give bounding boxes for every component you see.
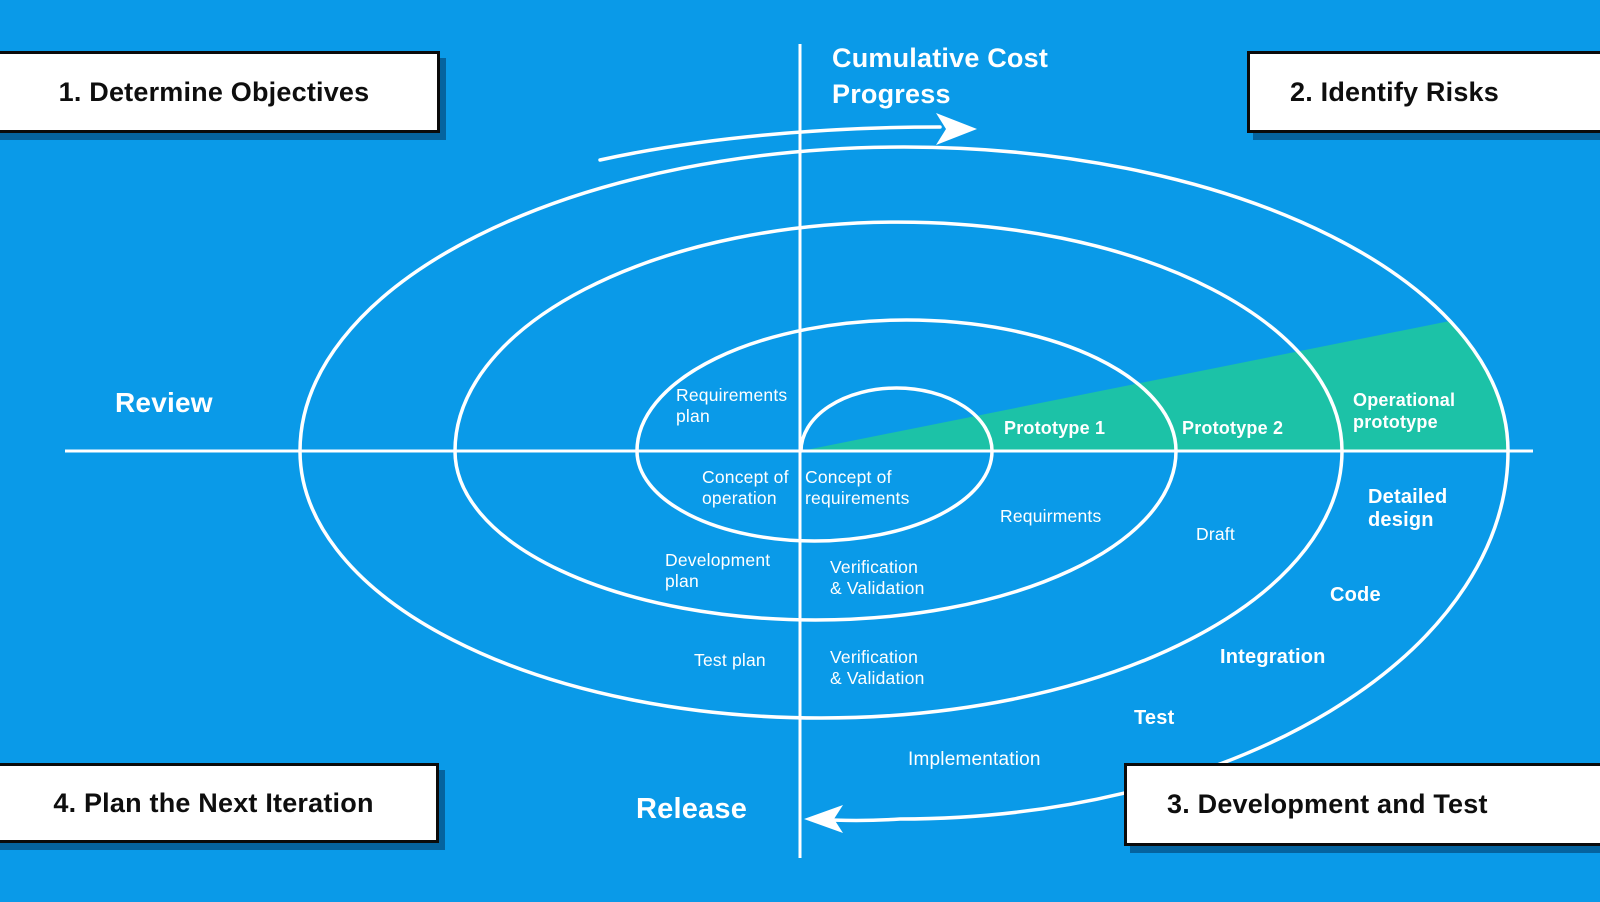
quadrant-box-label: 1. Determine Objectives (58, 76, 370, 107)
label-draft: Draft (1196, 524, 1235, 544)
cost-direction-arrow-curve (598, 125, 942, 162)
label-implementation: Implementation (908, 749, 1041, 770)
axis-label-release: Release (636, 793, 748, 825)
label-development-plan: Development plan (665, 550, 771, 591)
quadrant-box-label: 2. Identify Risks (1290, 76, 1499, 107)
label-code: Code (1330, 584, 1381, 606)
label-verification-validation-1: Verification & Validation (830, 557, 925, 598)
label-operational-prototype: Operational prototype (1353, 390, 1456, 432)
label-concept-of-requirements: Concept of requirements (805, 467, 910, 508)
axis-label-cumulative-cost-progress: Cumulative Cost Progress (832, 43, 1049, 109)
label-verification-validation-2: Verification & Validation (830, 647, 925, 688)
label-test-plan: Test plan (694, 650, 766, 670)
label-concept-of-operation: Concept of operation (702, 467, 789, 508)
quadrant-box-determine-objectives: 1. Determine Objectives (0, 51, 440, 133)
label-prototype-1: Prototype 1 (1004, 418, 1106, 438)
label-detailed-design: Detailed design (1368, 486, 1448, 531)
label-test: Test (1134, 707, 1175, 729)
label-prototype-2: Prototype 2 (1182, 418, 1284, 438)
quadrant-box-development-and-test: 3. Development and Test (1124, 763, 1600, 846)
quadrant-box-label: 4. Plan the Next Iteration (53, 787, 374, 818)
quadrant-box-label: 3. Development and Test (1167, 789, 1488, 819)
axis-label-review: Review (115, 387, 213, 418)
quadrant-box-identify-risks: 2. Identify Risks (1247, 51, 1600, 133)
quadrant-box-plan-next-iteration: 4. Plan the Next Iteration (0, 763, 439, 843)
label-requirments: Requirments (1000, 506, 1102, 526)
label-integration: Integration (1220, 646, 1326, 668)
label-requirements-plan: Requirements plan (676, 385, 788, 426)
release-arrowhead-icon (804, 805, 843, 833)
cost-direction-arrowhead-icon (936, 113, 977, 145)
